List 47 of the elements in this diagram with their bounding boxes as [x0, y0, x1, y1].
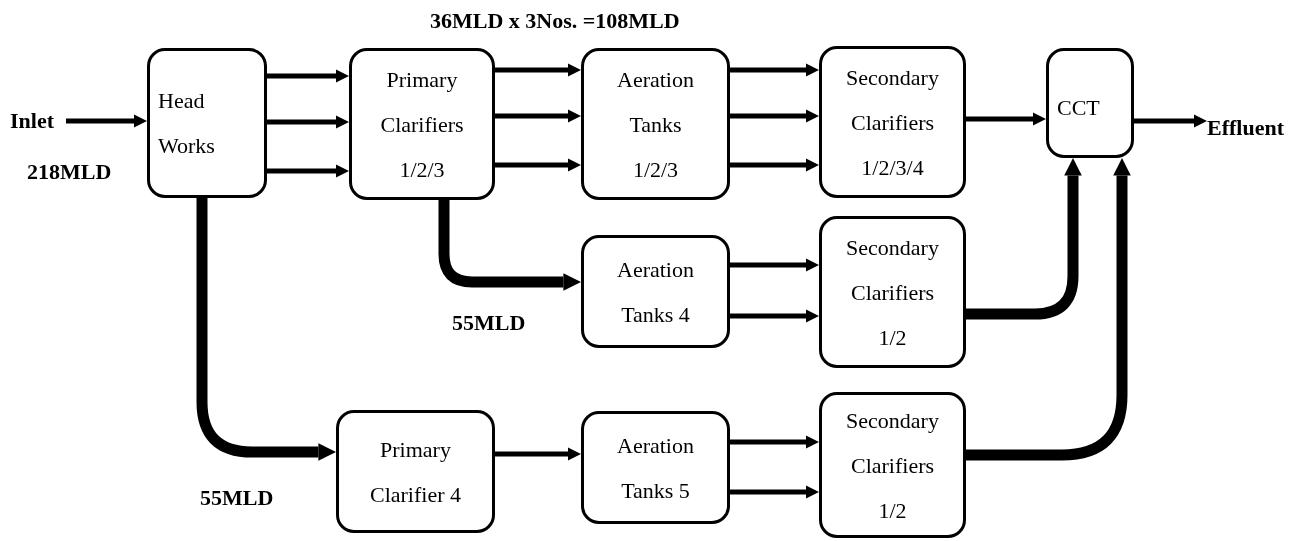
- process-box: [819, 392, 966, 538]
- process-box: [581, 411, 730, 524]
- flow-rate-label: 36MLD x 3Nos. =108MLD: [430, 8, 680, 34]
- flow-rate-label: 55MLD: [200, 485, 274, 511]
- arrow: [730, 309, 819, 323]
- process-box: [336, 410, 495, 533]
- arrow: [196, 198, 336, 461]
- process-box: [349, 48, 495, 200]
- process-box: [819, 216, 966, 368]
- process-name: Primary Clarifier 4: [369, 435, 462, 509]
- process-name: Primary Clarifiers 1/2/3: [379, 65, 465, 184]
- process-box: [581, 235, 730, 348]
- process-name: Aeration Tanks 5: [616, 431, 695, 505]
- process-name: Secondary Clarifiers 1/2: [845, 233, 940, 352]
- arrow: [730, 258, 819, 272]
- flow-rate-label: 218MLD: [27, 159, 112, 185]
- process-name: Secondary Clarifiers 1/2: [845, 406, 940, 525]
- process-name: CCT: [1057, 94, 1100, 122]
- process-name: Secondary Clarifiers 1/2/3/4: [845, 63, 940, 182]
- arrow: [966, 112, 1046, 126]
- arrow: [730, 435, 819, 449]
- arrow: [267, 69, 349, 83]
- arrow: [1134, 114, 1207, 128]
- arrow: [267, 164, 349, 178]
- arrow: [267, 115, 349, 129]
- arrow: [495, 158, 581, 172]
- process-box: [819, 46, 966, 198]
- process-name: Head Works: [158, 87, 216, 160]
- process-name: Aeration Tanks 1/2/3: [616, 65, 695, 184]
- arrow: [730, 158, 819, 172]
- arrow: [730, 485, 819, 499]
- arrow: [966, 158, 1131, 461]
- arrow: [730, 109, 819, 123]
- arrow: [438, 200, 581, 291]
- process-box: [147, 48, 267, 198]
- arrow: [495, 63, 581, 77]
- arrow: [730, 63, 819, 77]
- arrow: [966, 158, 1082, 320]
- arrow: [66, 114, 147, 128]
- process-box: [581, 48, 730, 200]
- arrow: [495, 109, 581, 123]
- arrow: [495, 447, 581, 461]
- flow-label: Inlet: [10, 108, 66, 134]
- flow-rate-label: 55MLD: [452, 310, 526, 336]
- flow-label: Effluent: [1207, 115, 1303, 141]
- process-name: Aeration Tanks 4: [616, 255, 695, 329]
- process-box: [1046, 48, 1134, 158]
